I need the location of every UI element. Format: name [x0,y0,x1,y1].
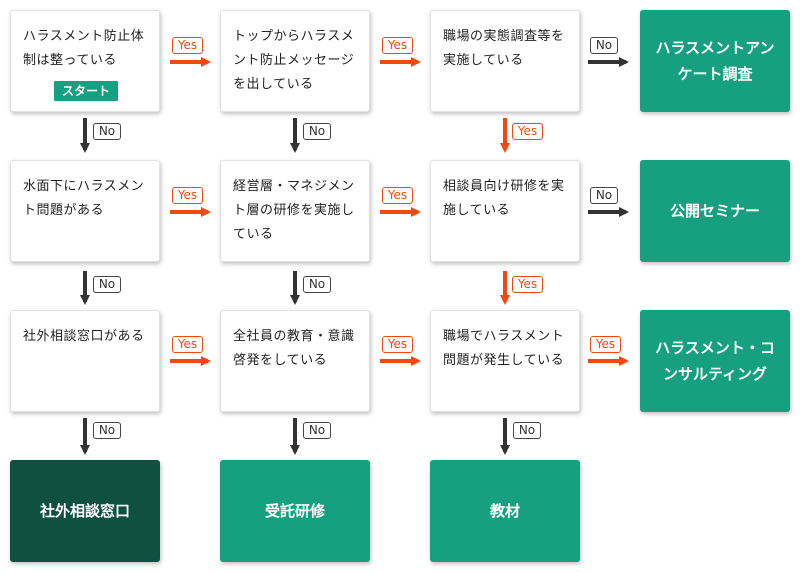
result-public-seminar[interactable]: 公開セミナー [640,160,790,262]
no-label: No [303,422,331,439]
no-label: No [303,123,331,140]
result-external-desk[interactable]: 社外相談窓口 [10,460,160,562]
no-label: No [93,276,121,293]
question-text: ハラスメント防止体制は整っている [23,29,145,68]
result-label: 教材 [489,502,520,520]
question-text: 全社員の教育・意識啓発をしている [233,329,355,368]
result-label: ハラスメントアンケート調査 [655,39,775,83]
result-label: ハラスメント・コンサルティング [655,339,775,383]
result-label: 社外相談窓口 [39,502,130,520]
question-box-9: 職場でハラスメント問題が発生している [430,310,580,412]
result-consulting[interactable]: ハラスメント・コンサルティング [640,310,790,412]
question-box-2: トップからハラスメント防止メッセージを出している [220,10,370,112]
no-label: No [303,276,331,293]
yes-label: Yes [382,187,413,204]
result-materials[interactable]: 教材 [430,460,580,562]
question-box-7: 社外相談窓口がある [10,310,160,412]
question-box-4: 水面下にハラスメント問題がある [10,160,160,262]
question-box-6: 相談員向け研修を実施している [430,160,580,262]
result-label: 受託研修 [264,502,325,520]
yes-label: Yes [512,276,543,293]
question-text: 相談員向け研修を実施している [443,179,565,218]
question-box-8: 全社員の教育・意識啓発をしている [220,310,370,412]
no-label: No [590,37,618,54]
question-text: トップからハラスメント防止メッセージを出している [233,29,355,92]
result-contract-training[interactable]: 受託研修 [220,460,370,562]
yes-label: Yes [172,37,203,54]
no-label: No [590,187,618,204]
start-badge: スタート [54,81,118,101]
yes-label: Yes [382,37,413,54]
yes-label: Yes [382,336,413,353]
question-text: 職場でハラスメント問題が発生している [443,329,565,368]
yes-label: Yes [172,187,203,204]
yes-label: Yes [590,336,621,353]
question-text: 職場の実態調査等を実施している [443,29,565,68]
no-label: No [513,422,541,439]
question-text: 経営層・マネジメント層の研修を実施している [233,179,355,242]
result-label: 公開セミナー [669,202,760,220]
question-box-1: ハラスメント防止体制は整っている スタート [10,10,160,112]
question-box-3: 職場の実態調査等を実施している [430,10,580,112]
question-text: 水面下にハラスメント問題がある [23,179,145,218]
yes-label: Yes [172,336,203,353]
question-text: 社外相談窓口がある [23,329,145,344]
yes-label: Yes [512,123,543,140]
no-label: No [93,422,121,439]
result-questionnaire[interactable]: ハラスメントアンケート調査 [640,10,790,112]
no-label: No [93,123,121,140]
question-box-5: 経営層・マネジメント層の研修を実施している [220,160,370,262]
